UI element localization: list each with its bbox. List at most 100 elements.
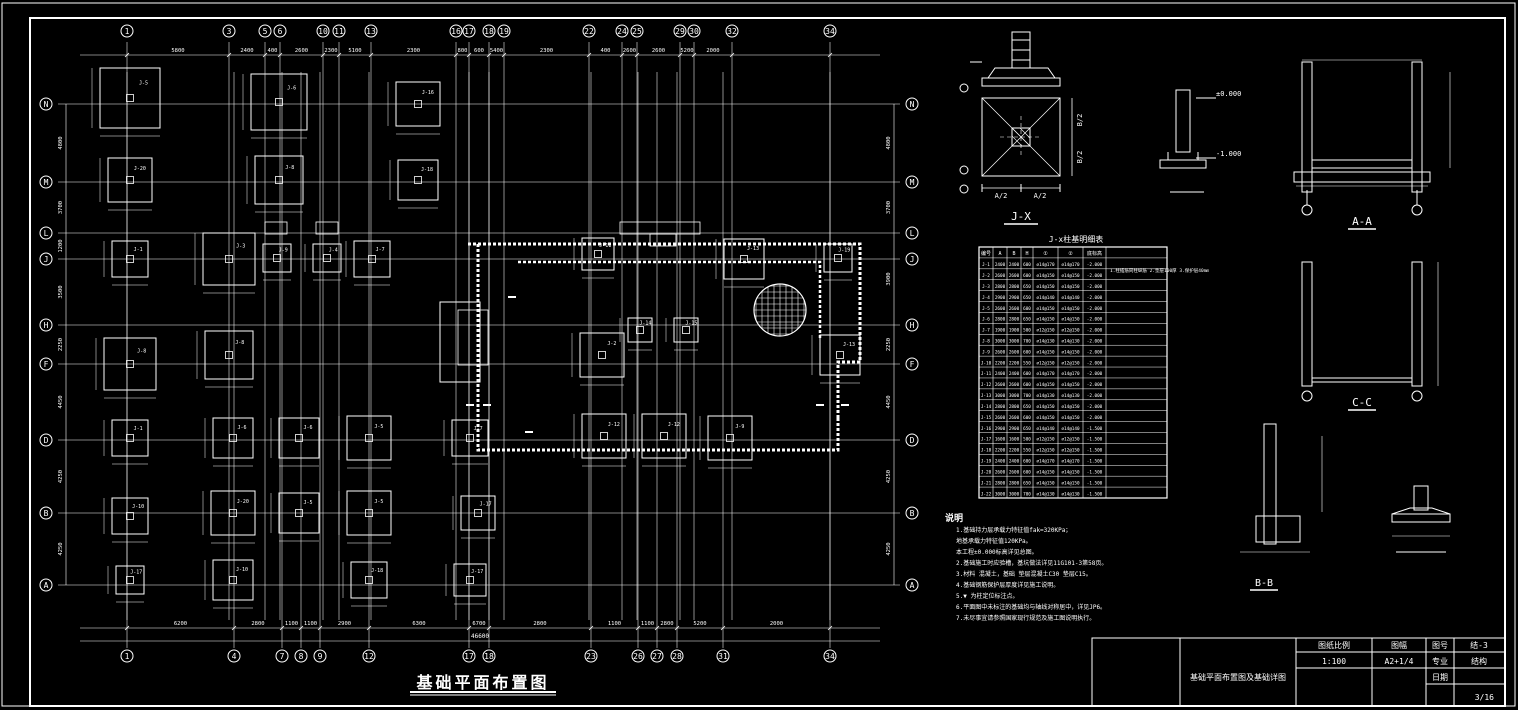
axis-label-left: M bbox=[44, 178, 49, 187]
table-cell: J-21 bbox=[981, 480, 992, 486]
footing-label: J-4 bbox=[329, 248, 338, 254]
dim-text-left: 1200 bbox=[58, 239, 64, 252]
dim-text-top: 400 bbox=[268, 48, 278, 54]
table-cell: ⌀14@150 bbox=[1061, 480, 1080, 486]
lintel-beam-small-2 bbox=[315, 221, 339, 235]
axis-bubble-top bbox=[273, 24, 287, 38]
axis-bubble-top bbox=[582, 24, 596, 38]
table-cell: ⌀14@170 bbox=[1061, 371, 1080, 377]
dim-tick bbox=[231, 625, 237, 631]
dim-text-top: 400 bbox=[601, 48, 611, 54]
footing-label: J-2 bbox=[607, 341, 616, 347]
footing-pad bbox=[107, 157, 153, 203]
table-cell: 600 bbox=[1023, 262, 1031, 268]
footing-column bbox=[466, 576, 474, 584]
table-cell: J-1 bbox=[982, 262, 990, 268]
footing-label: J-18 bbox=[421, 167, 433, 173]
table-header: B bbox=[1012, 251, 1015, 257]
table-cell: J-20 bbox=[981, 469, 992, 475]
table-cell: 2400 bbox=[1009, 459, 1020, 465]
axis-label-top: 30 bbox=[689, 27, 699, 36]
axis-bubble-top bbox=[673, 24, 687, 38]
axis-bubble-bottom bbox=[650, 649, 664, 663]
axis-bubble-left bbox=[39, 97, 53, 111]
axis-label-left: H bbox=[44, 321, 49, 330]
table-cell: 500 bbox=[1023, 328, 1031, 334]
dim-tick bbox=[226, 52, 232, 58]
table-cell: 3000 bbox=[1009, 338, 1020, 344]
dim-text-bottom: 5200 bbox=[693, 621, 706, 627]
axis-bubble-left bbox=[39, 318, 53, 332]
footing-label: J-12 bbox=[608, 422, 620, 428]
table-cell: 2400 bbox=[1009, 262, 1020, 268]
axis-label-top: 25 bbox=[632, 27, 642, 36]
dim-tick bbox=[634, 52, 640, 58]
axis-label-right: L bbox=[910, 229, 915, 238]
axis-bubble-top bbox=[687, 24, 701, 38]
table-cell: -2.000 bbox=[1087, 273, 1103, 279]
footing-column bbox=[126, 360, 134, 368]
axis-bubble-right bbox=[905, 226, 919, 240]
footing-column bbox=[275, 176, 283, 184]
table-cell: -1.500 bbox=[1087, 459, 1103, 465]
table-cell: -2.000 bbox=[1087, 317, 1103, 323]
table-cell: 600 bbox=[1023, 349, 1031, 355]
dim-tick bbox=[466, 52, 472, 58]
axis-label-top: 10 bbox=[318, 27, 328, 36]
note-line: 本工程±0.000标高详见总图。 bbox=[956, 548, 1038, 556]
footing-pad bbox=[581, 237, 615, 271]
table-cell: -2.000 bbox=[1087, 262, 1103, 268]
table-cell: ⌀14@170 bbox=[1061, 262, 1080, 268]
table-cell: -1.500 bbox=[1087, 469, 1103, 475]
axis-bubble-right bbox=[905, 97, 919, 111]
axis-bubble-right bbox=[905, 433, 919, 447]
footing-label: J-13 bbox=[747, 246, 759, 252]
axis-label-left: J bbox=[44, 255, 49, 264]
axis-label-top: 3 bbox=[227, 27, 232, 36]
footing-column bbox=[323, 254, 331, 262]
table-cell: -1.500 bbox=[1087, 426, 1103, 432]
footing-label: J-15 bbox=[685, 321, 697, 327]
table-cell: 600 bbox=[1023, 306, 1031, 312]
axis-bubble-bottom bbox=[631, 649, 645, 663]
table-cell: ⌀14@150 bbox=[1061, 284, 1080, 290]
axis-bubble-top bbox=[497, 24, 511, 38]
dim-text-right: 3700 bbox=[886, 201, 892, 214]
dim-tick bbox=[279, 625, 285, 631]
axis-bubble-bottom bbox=[294, 649, 308, 663]
table-cell: J-4 bbox=[982, 295, 990, 301]
axis-bubble-top bbox=[823, 24, 837, 38]
footing-column bbox=[660, 432, 668, 440]
table-cell: 3000 bbox=[995, 338, 1006, 344]
tb-size-value: A2+1/4 bbox=[1385, 657, 1414, 666]
table-cell: J-11 bbox=[981, 371, 992, 377]
table-cell: 550 bbox=[1023, 448, 1031, 454]
table-cell: 2800 bbox=[995, 404, 1006, 410]
footing-label: J-17 bbox=[130, 570, 142, 576]
axis-label-right: J bbox=[910, 255, 915, 264]
table-cell: J-12 bbox=[981, 382, 992, 388]
footing-pad bbox=[111, 419, 149, 457]
dim-text-bottom: 6200 bbox=[174, 621, 187, 627]
footing-pad bbox=[103, 337, 157, 391]
table-frame bbox=[978, 246, 1168, 499]
table-cell: ⌀14@150 bbox=[1036, 382, 1055, 388]
axis-bubble-bottom bbox=[362, 649, 376, 663]
table-cell: ⌀14@150 bbox=[1036, 306, 1055, 312]
table-cell: ⌀14@150 bbox=[1036, 404, 1055, 410]
axis-label-left: A bbox=[44, 581, 49, 590]
dim-tick bbox=[368, 52, 374, 58]
footing-pad bbox=[350, 561, 388, 599]
axis-label-right: H bbox=[910, 321, 915, 330]
table-cell: J-22 bbox=[981, 491, 992, 497]
footing-pad bbox=[212, 417, 254, 459]
strip-footing-inner bbox=[457, 309, 489, 366]
footing-pad bbox=[453, 563, 487, 597]
table-cell: ⌀12@150 bbox=[1061, 328, 1080, 334]
table-cell: 2900 bbox=[995, 426, 1006, 432]
footing-pad bbox=[353, 240, 391, 278]
axis-label-right: M bbox=[910, 178, 915, 187]
footing-label: J-1 bbox=[134, 247, 143, 253]
axis-label-bottom: 26 bbox=[633, 652, 643, 661]
